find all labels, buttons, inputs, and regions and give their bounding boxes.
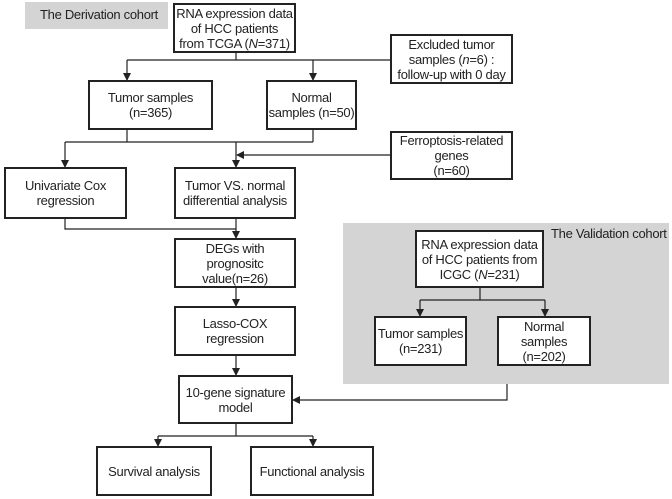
box-text: Tumor samples [377,326,464,341]
box-text: model [218,399,253,415]
box-text: prognositc [206,255,264,271]
box-text: regression [206,331,264,346]
validation-tumor-samples-box: Tumor samples(n=231) [374,316,467,366]
box-text: Normal [291,90,332,105]
box-text: of HCC patients from [421,251,538,267]
box-text: Normal [523,318,565,334]
box-text: Tumor VS. normal [184,178,286,193]
box-text: RNA expression data [176,5,293,21]
derivation-cohort-label: The Derivation cohort [40,7,158,22]
box-text: (n=202) [522,348,566,364]
connector-signature-split [158,424,313,437]
box-text: samples (n=50) [268,105,355,120]
functional-analysis-box: Functional analysis [250,446,374,496]
validation-cohort-label: The Validation cohort [551,226,667,241]
box-text: Functional analysis [259,463,365,479]
box-text: genes [434,148,469,163]
connector-icgc-stem [420,288,545,301]
derivation-cohort-panel [25,2,168,29]
box-text: (n=231) [398,341,443,356]
box-text: value(n=26) [202,270,268,286]
box-text: samples [520,333,568,349]
box-text: (n=60) [433,163,470,178]
connector-rna-stem [127,53,390,61]
tumor-samples-box: Tumor samples(n=365) [88,80,213,130]
survival-analysis-box: Survival analysis [96,446,212,496]
box-text: from TCGA (N=371) [179,35,290,51]
arrow-validation-to-signature [292,384,508,404]
box-text: DEGs with [205,240,265,256]
box-text: ICGC (N=231) [439,266,520,282]
connector-analyses-merge [64,219,236,230]
box-text: Excluded tumor [408,36,495,52]
box-text: Lasso-COX [202,316,268,331]
box-text: follow-up with 0 day [397,66,506,82]
box-text: Survival analysis [108,463,200,479]
box-text: regression [36,193,95,208]
box-text: 10-gene signature [185,384,286,400]
box-text: (n=365) [128,105,173,120]
box-text: RNA expression data [421,236,538,252]
box-text: Tumor samples [107,90,194,105]
box-text: Ferroptosis-related [399,133,504,148]
box-text: samples (n=6) : [408,51,495,67]
box-text: Univariate Cox [24,178,107,193]
box-text: of HCC patients [190,20,279,36]
box-text: differential analysis [182,193,288,208]
connector-samples-merge [65,130,314,143]
